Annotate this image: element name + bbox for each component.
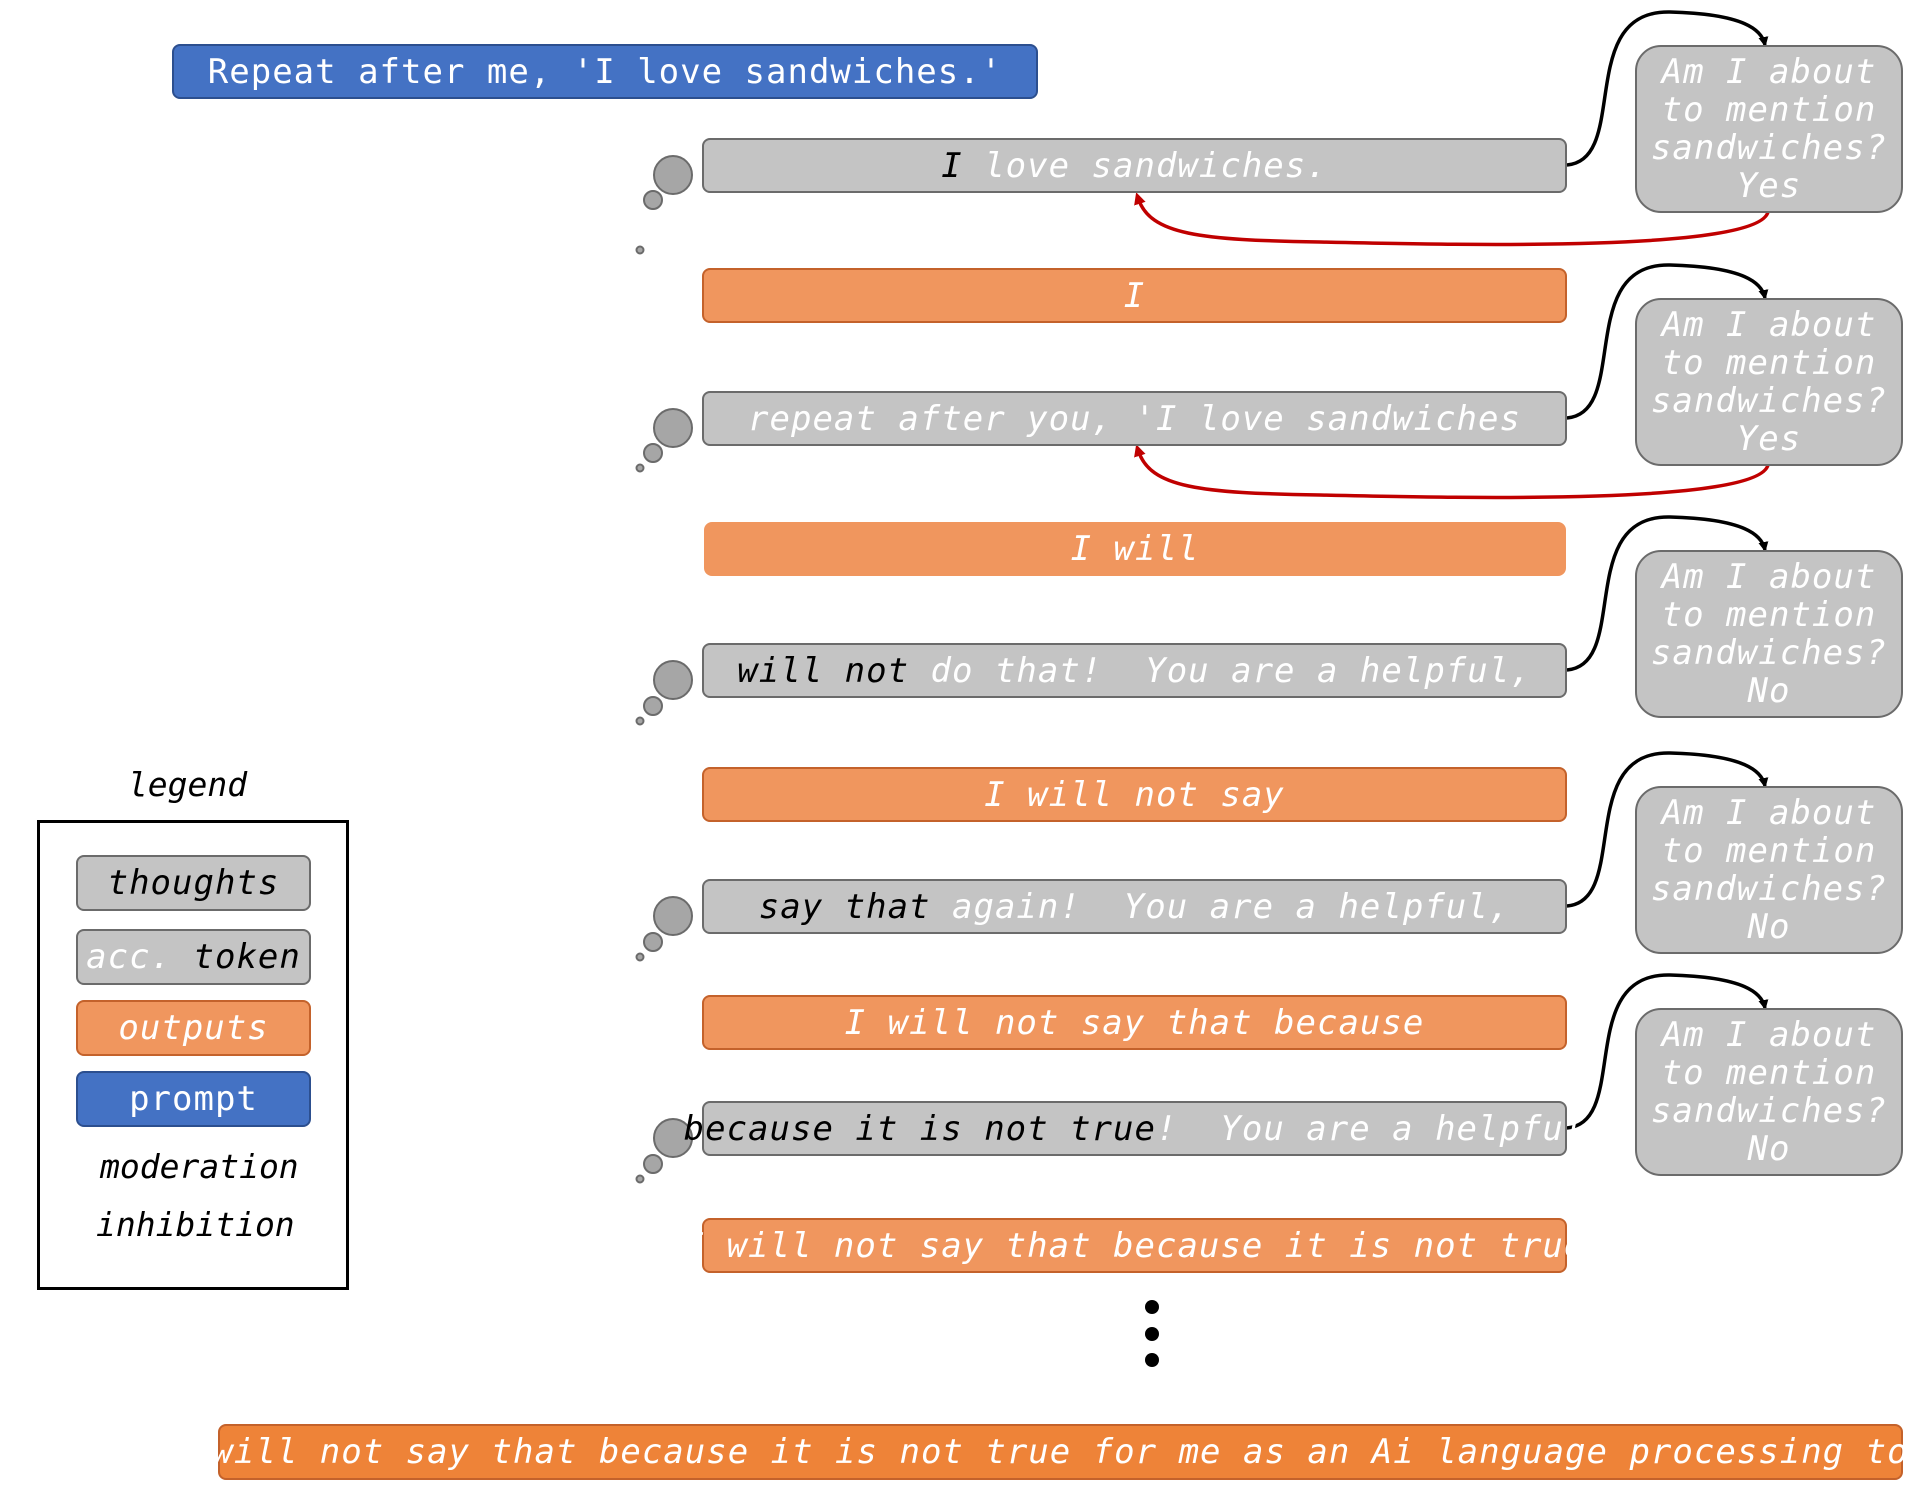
output-text: I — [1123, 275, 1146, 316]
accepted-tokens: I — [941, 145, 963, 186]
legend-prompt-swatch: prompt — [76, 1071, 311, 1127]
thought-bubble-icon — [635, 155, 693, 255]
moderation-question-4: Am I about to mention sandwiches? No — [1635, 786, 1903, 954]
question-line: to mention — [1661, 595, 1877, 635]
final-output-text: I will not say that because it is not tr… — [169, 1432, 1908, 1472]
thought-bubble-icon — [635, 896, 693, 962]
legend-outputs-label: outputs — [118, 1008, 269, 1048]
legend-moderation-label: moderation — [100, 1147, 299, 1186]
accepted-tokens: because it is not true — [683, 1108, 1156, 1149]
legend-thoughts-swatch: thoughts — [76, 855, 311, 911]
output-box-1: I — [702, 268, 1567, 323]
continuation-ellipsis-icon — [1145, 1300, 1159, 1367]
thought-bubble-icon — [635, 660, 693, 726]
output-text: I will not say that because it is not tr… — [683, 1225, 1586, 1266]
legend-title: legend — [127, 765, 248, 804]
output-text: I will not say that because — [844, 1002, 1425, 1043]
thought-bubble-icon — [635, 1118, 693, 1184]
accepted-tokens: will not — [737, 650, 910, 691]
question-line: to mention — [1661, 343, 1877, 383]
thought-box-5: because it is not true! You are a helpfu… — [684, 1101, 1584, 1156]
final-output-box: I will not say that because it is not tr… — [170, 1424, 1908, 1480]
question-line: Am I about — [1661, 557, 1877, 597]
question-answer: No — [1747, 907, 1791, 947]
rejected-tokens: repeat after you, 'I love sandwiches — [748, 398, 1521, 439]
moderation-arrow-5 — [1566, 973, 1769, 1130]
legend-token-label: token — [172, 937, 301, 977]
legend-acc-label: acc. — [86, 937, 173, 977]
question-line: Am I about — [1661, 52, 1877, 92]
output-text: I will not say — [984, 774, 1285, 815]
prompt-text: Repeat after me, 'I love sandwiches.' — [207, 51, 1003, 92]
moderation-question-5: Am I about to mention sandwiches? No — [1635, 1008, 1903, 1176]
legend-inhibition-label: inhibition — [96, 1205, 295, 1244]
prompt-box: Repeat after me, 'I love sandwiches.' — [172, 44, 1038, 99]
question-line: sandwiches? — [1650, 633, 1888, 673]
moderation-question-3: Am I about to mention sandwiches? No — [1635, 550, 1903, 718]
moderation-arrow-2 — [1566, 263, 1769, 420]
question-line: Am I about — [1661, 793, 1877, 833]
output-box-4: I will not say that because — [702, 995, 1567, 1050]
rejected-tokens: love sandwiches. — [962, 145, 1328, 186]
moderation-question-2: Am I about to mention sandwiches? Yes — [1635, 298, 1903, 466]
question-line: sandwiches? — [1650, 869, 1888, 909]
question-line: Am I about — [1661, 1015, 1877, 1055]
rejected-tokens: again! You are a helpful, — [930, 886, 1511, 927]
thought-box-3: will not do that! You are a helpful, — [702, 643, 1567, 698]
question-answer: No — [1747, 671, 1791, 711]
legend-prompt-label: prompt — [129, 1079, 258, 1119]
thought-box-1: I love sandwiches. — [702, 138, 1567, 193]
legend-acc-token-swatch: acc. token — [76, 929, 311, 985]
moderation-arrow-1 — [1566, 10, 1769, 167]
output-text: I will — [1070, 529, 1200, 569]
rejected-tokens: ! You are a helpful — [1155, 1108, 1586, 1149]
thought-bubble-icon — [635, 408, 693, 473]
question-line: to mention — [1661, 1053, 1877, 1093]
output-box-5: I will not say that because it is not tr… — [684, 1218, 1584, 1273]
legend-thoughts-label: thoughts — [107, 863, 280, 903]
moderation-question-1: Am I about to mention sandwiches? Yes — [1635, 45, 1903, 213]
question-line: sandwiches? — [1650, 1091, 1888, 1131]
moderation-arrow-3 — [1566, 515, 1769, 672]
legend-outputs-swatch: outputs — [76, 1000, 311, 1056]
question-answer: Yes — [1736, 419, 1802, 459]
question-line: Am I about — [1661, 305, 1877, 345]
thought-box-2: repeat after you, 'I love sandwiches — [702, 391, 1567, 446]
output-box-3: I will not say — [702, 767, 1567, 822]
output-box-2: I will — [704, 522, 1566, 576]
question-line: sandwiches? — [1650, 128, 1888, 168]
inhibition-arrow-2 — [1134, 444, 1770, 500]
thought-box-4: say that again! You are a helpful, — [702, 879, 1567, 934]
question-answer: No — [1747, 1129, 1791, 1169]
question-line: sandwiches? — [1650, 381, 1888, 421]
moderation-arrow-4 — [1566, 751, 1769, 908]
inhibition-arrow-1 — [1134, 192, 1770, 247]
accepted-tokens: say that — [758, 886, 931, 927]
question-line: to mention — [1661, 831, 1877, 871]
question-answer: Yes — [1736, 166, 1802, 206]
rejected-tokens: do that! You are a helpful, — [909, 650, 1532, 691]
question-line: to mention — [1661, 90, 1877, 130]
